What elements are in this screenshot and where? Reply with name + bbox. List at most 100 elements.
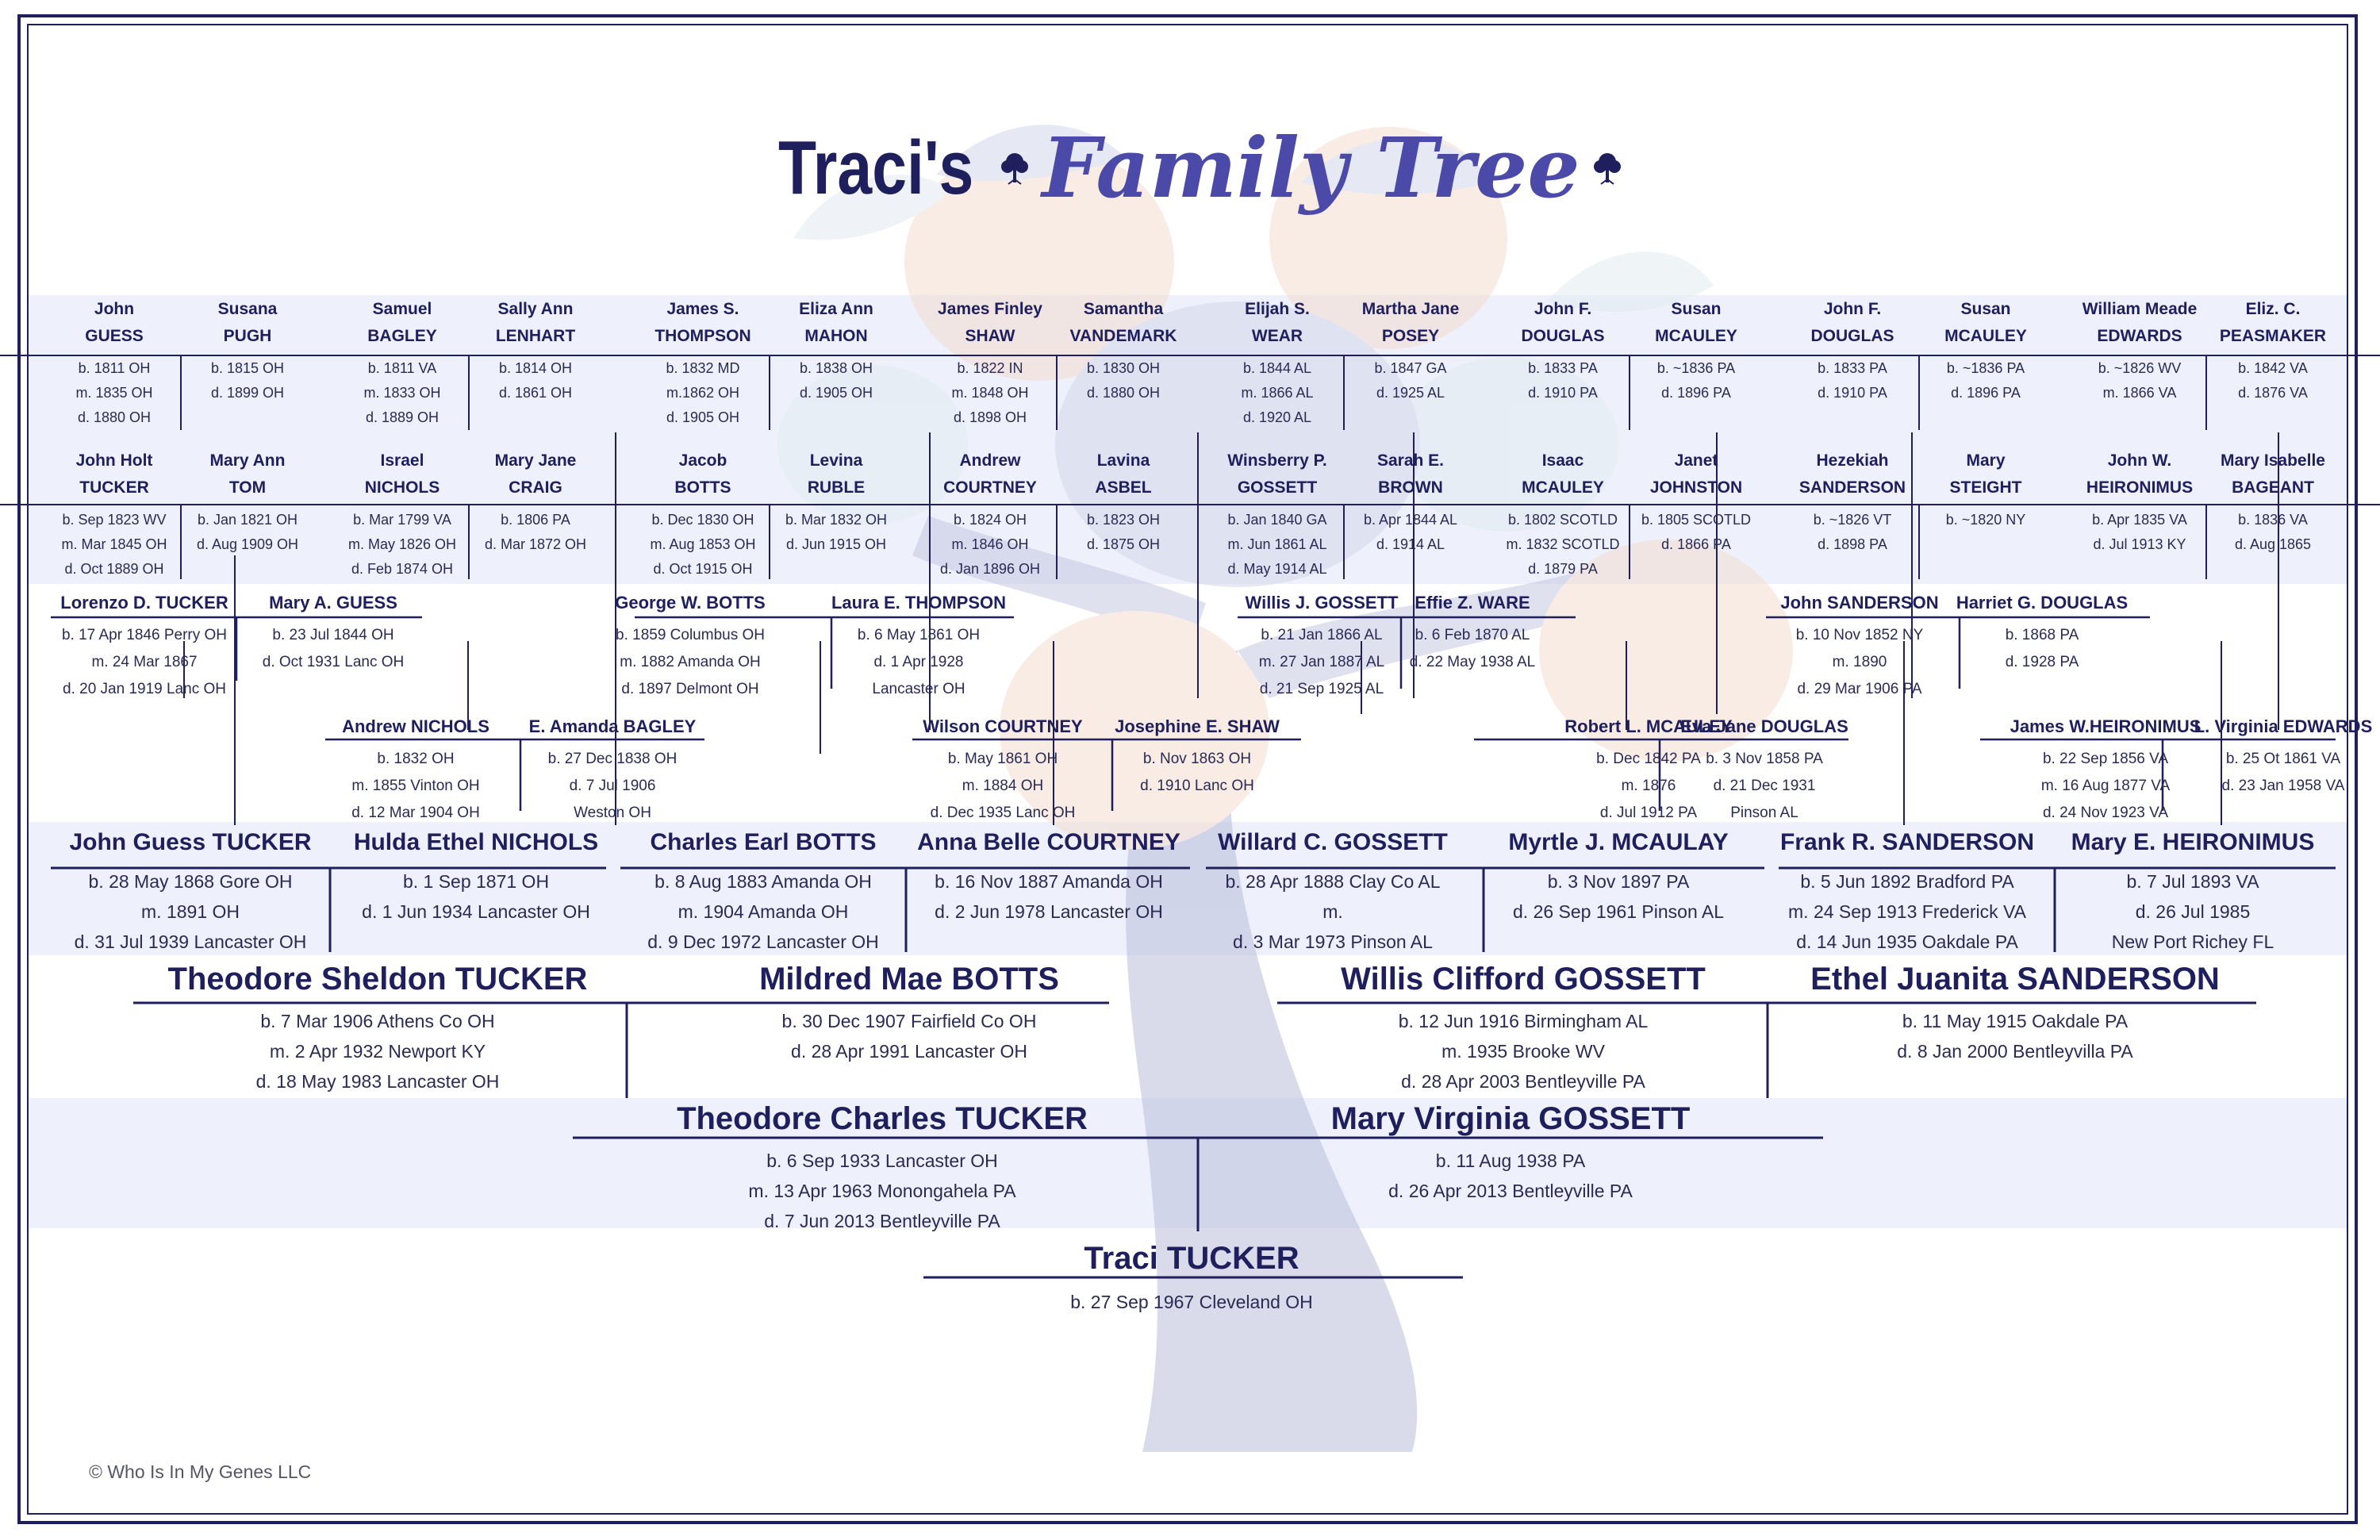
name-line: Janet [1674,451,1718,470]
title-prefix: Traci's [778,125,974,210]
date-line: d. Jul 1912 PA [1599,805,1698,821]
name-line: LENHART [495,327,576,345]
name-line: CRAIG [509,478,562,497]
date-line: b. Nov 1863 OH [1142,751,1252,767]
date-line: d. 1879 PA [1528,561,1598,577]
date-line: d. 8 Jan 2000 Bentleyvilla PA [1897,1041,2133,1062]
person-dates: b. 27 Sep 1967 Cleveland OH [914,1287,1469,1317]
name-line: GOSSETT [1237,478,1318,497]
date-line: b. Mar 1832 OH [785,512,888,528]
person-name: Theodore Sheldon TUCKER [124,958,631,1000]
name-line: Mary Isabelle [2221,451,2325,470]
date-line: b. 1838 OH [799,360,873,376]
date-line: b. 12 Jun 1916 Birmingham AL [1398,1011,1649,1031]
person-name: Eva Jane DOUGLAS [1665,711,1864,743]
name-line: GUESS [85,327,144,345]
date-line: d. Oct 1931 Lanc OH [262,654,405,670]
date-line: d. 1889 OH [365,409,440,425]
date-line: m. 1835 OH [75,385,153,401]
inner-frame [27,24,2348,1515]
date-line: d. 26 Jul 1985 [2135,901,2251,922]
grandparent-g2: Willis Clifford GOSSETT b. 12 Jun 1916 Bi… [1269,958,1777,1096]
name-line: PUGH [223,327,272,345]
date-line: b. 8 Aug 1883 Amanda OH [654,871,872,892]
name-line: Wilson COURTNEY [923,716,1083,736]
date-line: b. ~1836 PA [1656,360,1736,376]
date-line: b. Jan 1821 OH [197,512,298,528]
name-line: Sarah E. [1376,451,1445,470]
date-line: d. 20 Jan 1919 Lanc OH [63,681,226,697]
date-line: d. 21 Sep 1925 AL [1259,681,1384,697]
date-line: b. ~1826 VT [1813,512,1892,528]
date-line: d. 24 Nov 1923 VA [2042,805,2169,821]
date-line: m. 2 Apr 1932 Newport KY [269,1041,486,1062]
name-line: Anna Belle COURTNEY [917,829,1180,855]
date-line: d. 1910 PA [1818,385,1887,401]
person-name: Mildred Mae BOTTS [655,958,1163,1000]
date-line: b. 1847 GA [1374,360,1447,376]
date-line: d. 1896 PA [1661,385,1731,401]
person-name: Myrtle J. MCAULAY [1476,825,1761,860]
person-dates: b. ~1836 PA d. 1896 PA [1920,356,2052,405]
date-line: b. Mar 1799 VA [353,512,451,528]
date-line: m. [1322,901,1343,922]
date-line: m. Mar 1845 OH [61,536,167,552]
person-name: Mary E. HEIRONIMUS [2050,825,2336,860]
name-line: Eliz. C. [2245,300,2301,318]
date-line: m. 1848 OH [951,385,1029,401]
date-line: m. 1866 VA [2102,385,2177,401]
subject-person: Traci TUCKER b. 27 Sep 1967 Cleveland OH [914,1238,1469,1317]
name-line: Traci TUCKER [1084,1241,1299,1276]
name-line: RUBLE [807,478,866,497]
date-line: b. 1806 PA [501,512,570,528]
date-line: d. 1896 PA [1951,385,2021,401]
date-line: d. 12 Mar 1904 OH [351,805,480,821]
person-name: Winsberry P.GOSSETT [1211,447,1343,501]
date-line: m. 1866 AL [1241,385,1314,401]
name-line: Willis Clifford GOSSETT [1341,962,1706,997]
name-line: E. Amanda BAGLEY [528,716,697,736]
date-line: d. 1875 OH [1086,536,1161,552]
date-line: d. Jun 1915 OH [785,536,887,552]
name-line: Harriet G. DOUGLAS [1956,593,2129,613]
name-line: DOUGLAS [1810,327,1894,345]
name-line: Susan [1671,300,1722,318]
date-line: d. 1880 OH [77,409,152,425]
date-line: d. 28 Apr 1991 Lancaster OH [791,1041,1027,1062]
date-line: b. ~1836 PA [1946,360,2025,376]
person-name: Josephine E. SHAW [1098,711,1296,743]
date-line: b. 21 Jan 1866 AL [1261,627,1383,643]
date-line: Weston OH [574,805,651,821]
